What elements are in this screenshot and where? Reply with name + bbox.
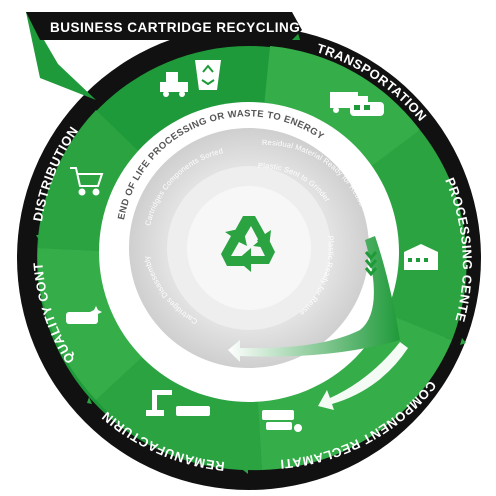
- sparkling-cartridge-icon: [66, 306, 102, 324]
- recycle-symbol-icon: [221, 216, 275, 272]
- shopping-cart-icon: [70, 167, 104, 196]
- warehouse-icon: [404, 244, 438, 270]
- banner-title: BUSINESS CARTRIDGE RECYCLING: [50, 20, 300, 35]
- truck-train-icon: [330, 92, 384, 116]
- recycling-bin-icon: [195, 60, 221, 90]
- swirl-arrow-upper: [228, 236, 400, 362]
- forklift-icon: [160, 72, 188, 97]
- swirl-arrow-lower: [318, 342, 408, 410]
- banner-black: [26, 12, 302, 40]
- cartridge-parts-icon: [262, 410, 302, 432]
- chevrons: [364, 251, 378, 277]
- inner-white-core: [187, 186, 311, 310]
- ring-chevrons: [36, 162, 466, 474]
- robotic-arm-icon: [146, 390, 210, 416]
